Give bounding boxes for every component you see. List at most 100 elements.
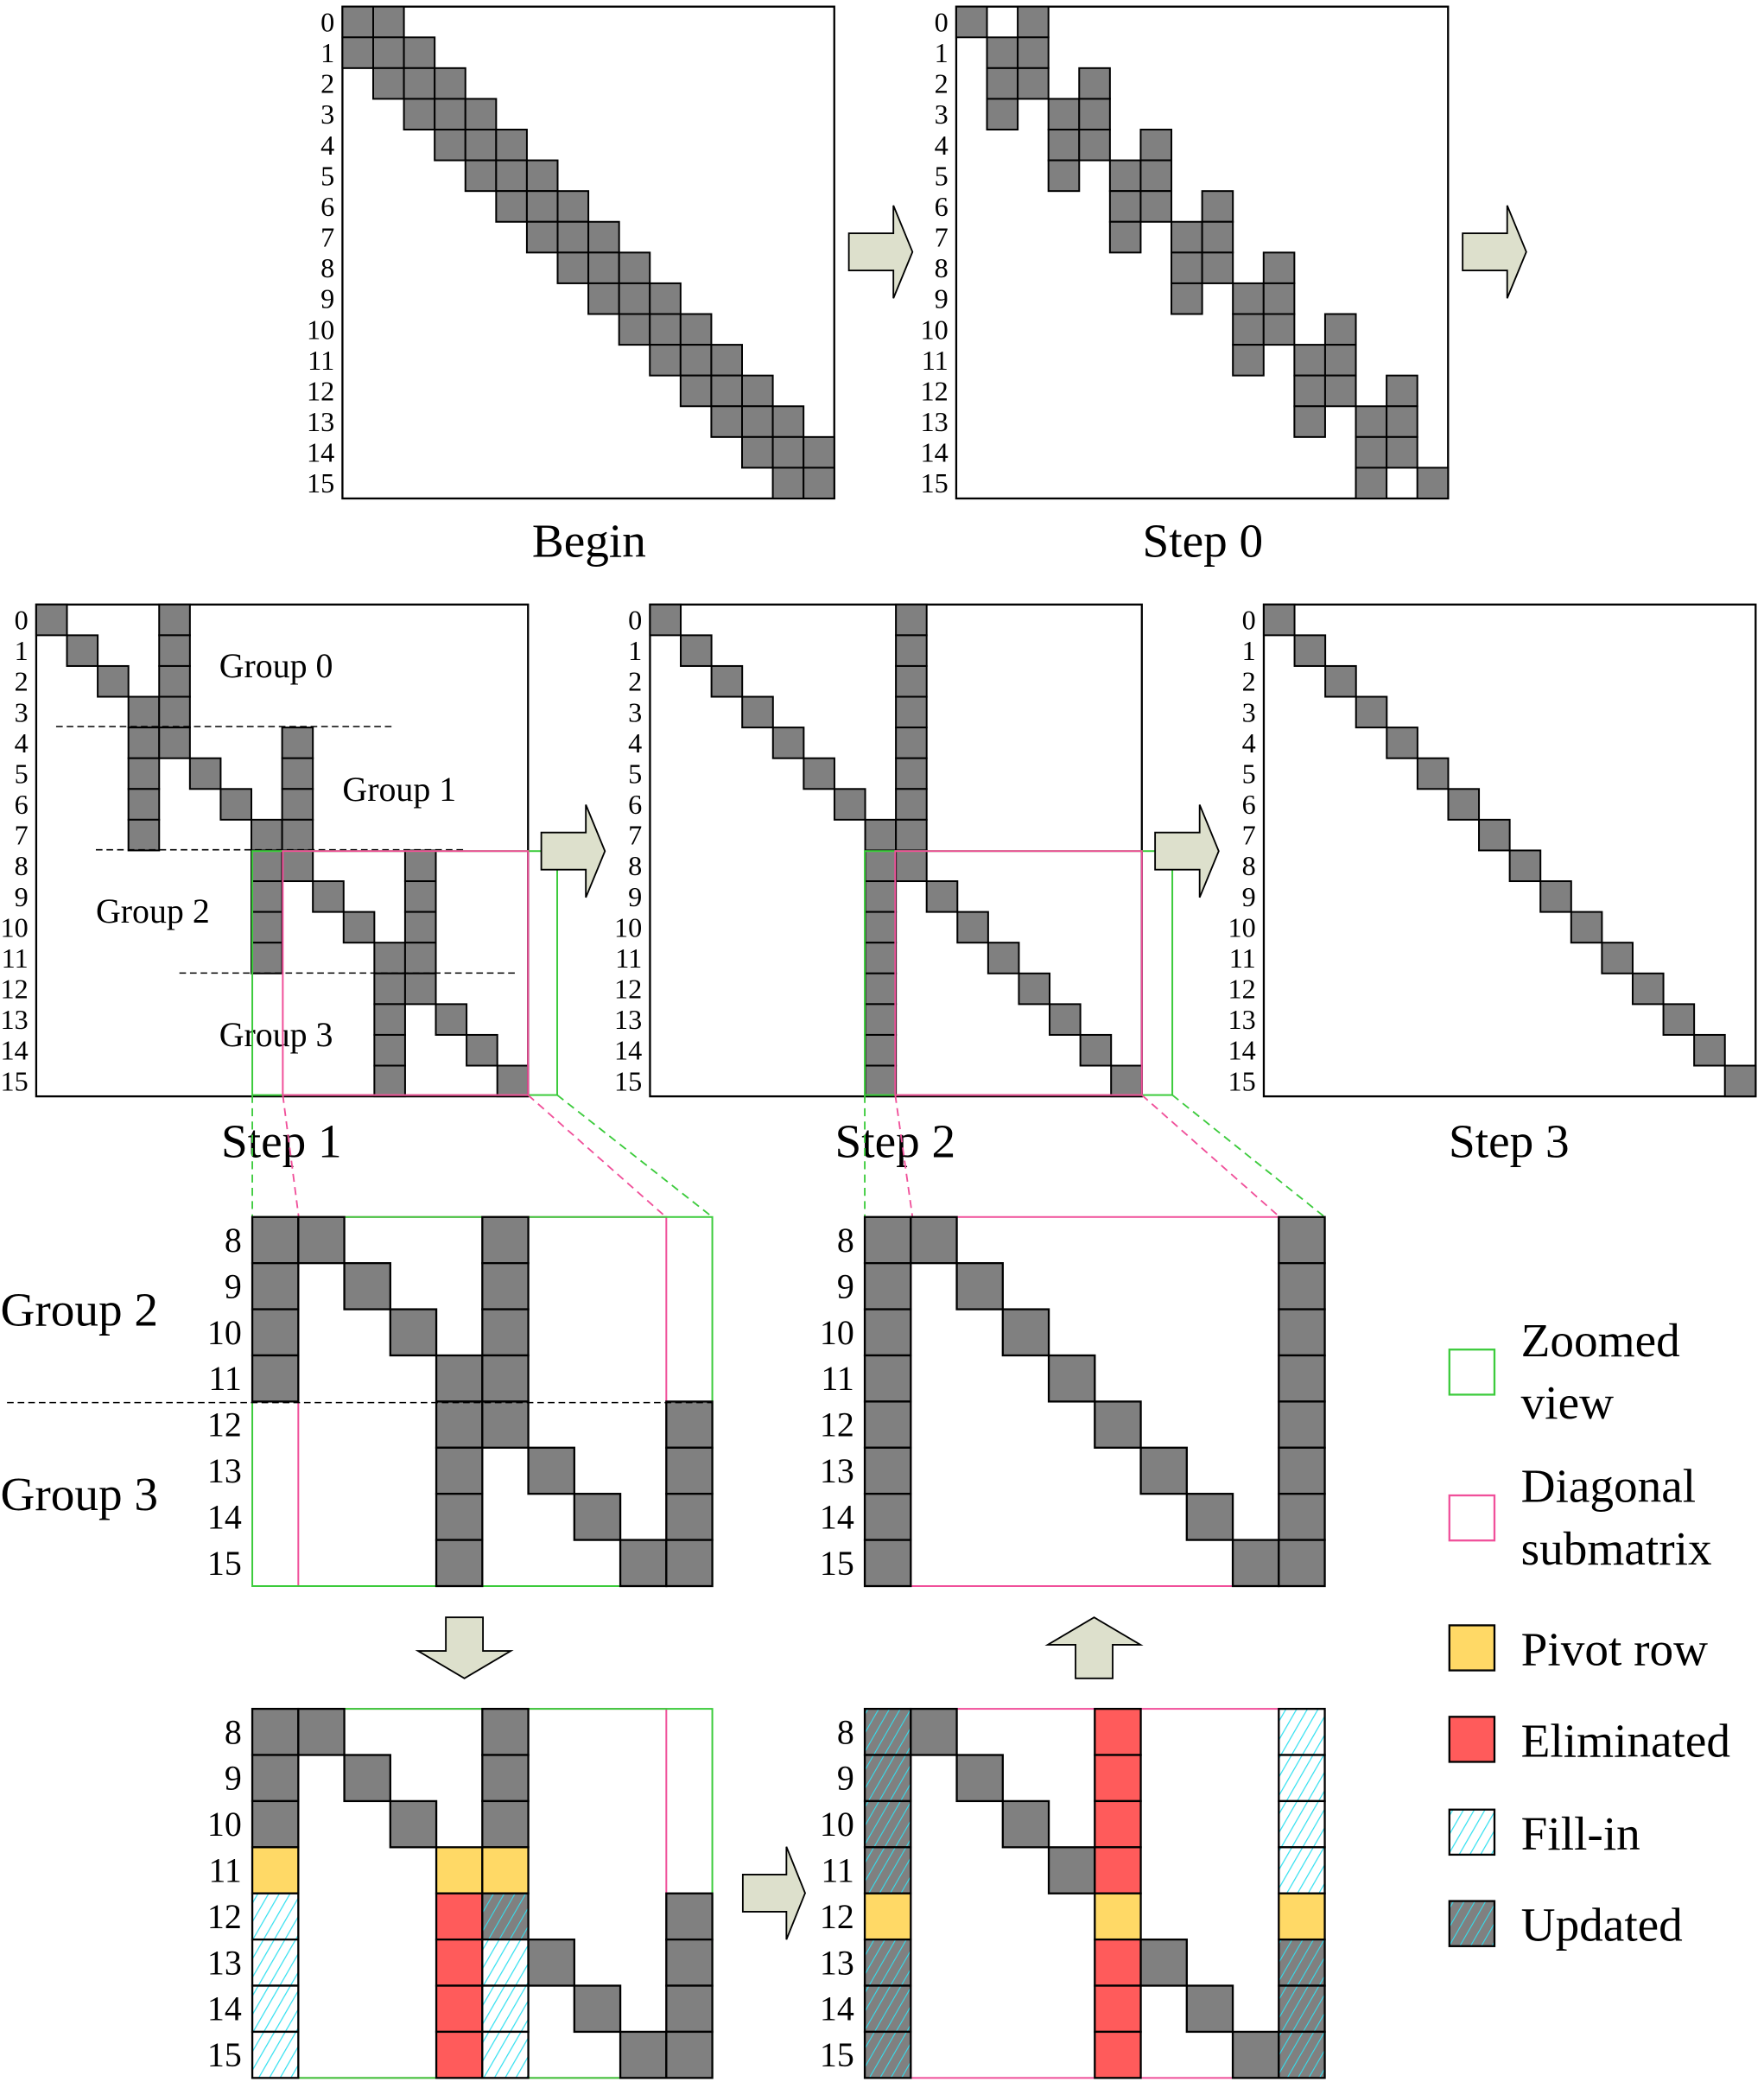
nonzero-cell	[1185, 1493, 1234, 1541]
nonzero-cell	[343, 1262, 391, 1311]
nonzero-cell	[1262, 251, 1296, 284]
legend-label: Updated	[1521, 1899, 1683, 1952]
nonzero-cell	[158, 695, 191, 729]
nonzero-cell	[372, 5, 405, 39]
row-label: 15	[307, 467, 334, 498]
nonzero-cell	[1017, 5, 1050, 39]
nonzero-cell	[987, 942, 1020, 974]
nonzero-cell	[312, 880, 345, 913]
nonzero-cell	[863, 1215, 912, 1265]
nonzero-cell	[495, 190, 528, 223]
nonzero-cell	[1049, 1003, 1082, 1036]
nonzero-cell	[435, 1539, 484, 1588]
fill-in-cell	[481, 1938, 530, 1987]
row-label: 14	[820, 1990, 854, 2028]
row-label: 11	[821, 1851, 853, 1890]
fill-in-cell	[251, 1984, 300, 2034]
nonzero-cell	[1631, 972, 1665, 1006]
eliminated-cell	[435, 1938, 484, 1987]
nonzero-cell	[864, 1033, 898, 1067]
row-label: 12	[921, 375, 949, 406]
arrow-right-icon	[1462, 205, 1527, 299]
nonzero-cell	[481, 1262, 530, 1311]
row-label: 2	[15, 666, 29, 697]
nonzero-cell	[372, 36, 405, 69]
row-label: 12	[207, 1406, 242, 1444]
nonzero-cell	[464, 129, 498, 162]
pivot-cell	[251, 1846, 300, 1894]
nonzero-cell	[1293, 374, 1326, 408]
nonzero-cell	[925, 880, 959, 913]
nonzero-cell	[481, 1799, 530, 1849]
nonzero-cell	[556, 251, 590, 284]
row-label: 11	[821, 1359, 853, 1398]
row-label: 11	[208, 1359, 241, 1398]
row-label: 11	[615, 942, 642, 974]
fill-in-cell	[251, 2030, 300, 2079]
nonzero-cell	[1262, 313, 1296, 346]
nonzero-cell	[741, 374, 774, 408]
row-label: 6	[628, 789, 642, 820]
nonzero-cell	[665, 1446, 714, 1495]
row-label: 9	[15, 881, 29, 912]
eliminated-cell	[1094, 2030, 1142, 2079]
matrix-title: Step 2	[835, 1115, 956, 1168]
nonzero-cell	[403, 849, 437, 883]
nonzero-cell	[1047, 1354, 1096, 1403]
nonzero-cell	[1278, 1539, 1326, 1588]
nonzero-cell	[281, 818, 314, 852]
nonzero-cell	[188, 757, 222, 790]
row-label: 13	[614, 1004, 642, 1035]
nonzero-cell	[771, 727, 805, 759]
nonzero-cell	[251, 880, 283, 913]
row-label: 10	[614, 911, 642, 942]
nonzero-cell	[1355, 466, 1388, 500]
row-label: 12	[820, 1897, 854, 1936]
nonzero-cell	[649, 603, 682, 637]
nonzero-cell	[1386, 405, 1418, 438]
nonzero-cell	[649, 344, 682, 377]
row-label: 14	[207, 1990, 242, 2028]
legend-label: Zoomed	[1521, 1314, 1680, 1367]
legend-label: Pivot row	[1521, 1622, 1708, 1675]
nonzero-cell	[1139, 159, 1173, 193]
row-label: 9	[837, 1266, 854, 1305]
nonzero-cell	[910, 1707, 958, 1756]
nonzero-cell	[803, 757, 835, 790]
row-label: 8	[837, 1221, 854, 1260]
row-label: 9	[225, 1759, 242, 1798]
row-label: 6	[935, 191, 949, 222]
updated-cell	[1278, 1984, 1326, 2034]
nonzero-cell	[864, 1003, 898, 1036]
updated-cell	[863, 1846, 912, 1894]
row-label: 0	[320, 6, 334, 37]
nonzero-cell	[251, 1308, 300, 1357]
row-label: 7	[320, 222, 334, 253]
nonzero-cell	[251, 911, 283, 944]
nonzero-cell	[372, 67, 405, 100]
nonzero-cell	[251, 1354, 300, 1403]
nonzero-cell	[481, 1354, 530, 1403]
nonzero-cell	[527, 1446, 575, 1495]
row-label: 13	[921, 406, 949, 437]
legend-swatch	[1448, 1349, 1496, 1396]
nonzero-cell	[1001, 1308, 1050, 1357]
row-label: 4	[320, 130, 334, 161]
nonzero-cell	[127, 788, 161, 821]
group-label: Group 0	[219, 646, 333, 685]
nonzero-cell	[481, 1754, 530, 1803]
row-label: 8	[15, 850, 29, 881]
nonzero-cell	[771, 466, 805, 500]
row-label: 14	[1228, 1035, 1256, 1066]
nonzero-cell	[35, 603, 68, 637]
nonzero-cell	[864, 911, 898, 944]
row-label: 7	[935, 222, 949, 253]
nonzero-cell	[1278, 1354, 1326, 1403]
nonzero-cell	[680, 634, 713, 667]
nonzero-cell	[986, 67, 1019, 100]
nonzero-cell	[1108, 220, 1142, 254]
nonzero-cell	[389, 1799, 438, 1849]
nonzero-cell	[1047, 159, 1081, 193]
